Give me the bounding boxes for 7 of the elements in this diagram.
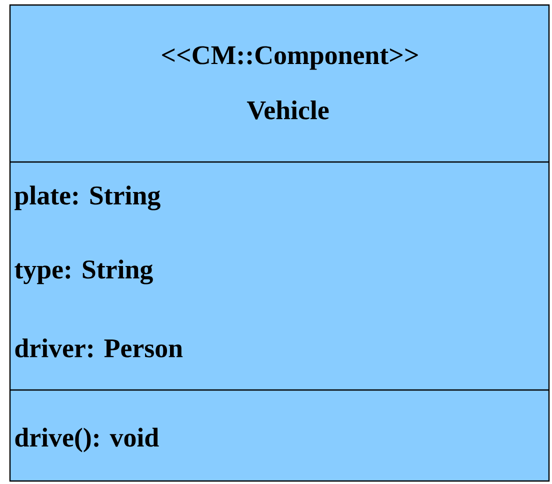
stereotype-label: <<CM::Component>> — [162, 46, 418, 70]
class-name: Vehicle — [246, 100, 329, 120]
operation-text: drive(): void — [15, 428, 159, 452]
attribute-text: plate: String — [14, 186, 160, 210]
attribute-text: driver: Person — [15, 338, 183, 358]
attribute-text: type: String — [14, 260, 153, 284]
class-box — [9, 4, 550, 482]
